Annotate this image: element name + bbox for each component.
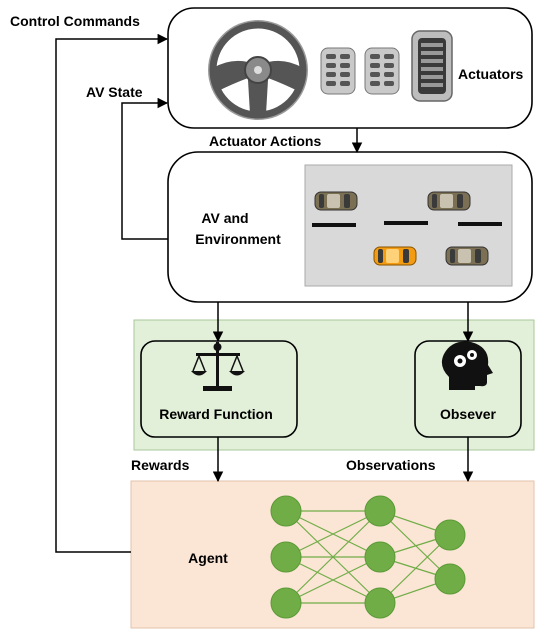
network-node [270,495,302,527]
agent-label: Agent [188,550,228,566]
network-edge [285,510,381,558]
scales-icon [191,342,245,391]
network-edge [285,556,381,604]
neural-network [270,495,466,619]
network-node [364,495,396,527]
av-environment-label-line2: Environment [195,231,281,247]
network-node [270,587,302,619]
observer-label: Obsever [440,406,497,422]
car-icon [445,246,489,266]
network-node [434,563,466,595]
network-node [364,541,396,573]
actuator-actions-label: Actuator Actions [209,133,321,149]
network-edge [379,534,451,604]
steering-wheel-icon [208,20,308,120]
network-node [270,541,302,573]
gas-pedal-icon [411,30,453,102]
lane-marking [312,223,356,227]
lane-marking [458,222,502,226]
car-icon [427,191,471,211]
lane-marking [384,221,428,225]
control-commands-connector [55,33,169,553]
clutch-pedal-icon [364,47,400,95]
network-node [364,587,396,619]
network-edge [379,510,451,580]
av-state-connector [121,97,169,240]
actuators-label: Actuators [458,66,524,82]
head-gears-icon [441,341,493,390]
av-state-label: AV State [86,84,143,100]
car-icon [314,191,358,211]
observations-label: Observations [346,457,436,473]
ego-car-icon [373,246,417,266]
brake-pedal-icon [320,47,356,95]
network-node [434,519,466,551]
control-commands-label: Control Commands [10,13,140,29]
rewards-label: Rewards [131,457,190,473]
road-scene [304,164,513,287]
network-edge [285,510,381,604]
reward-function-label: Reward Function [159,406,273,422]
av-environment-label-line1: AV and [201,210,248,226]
